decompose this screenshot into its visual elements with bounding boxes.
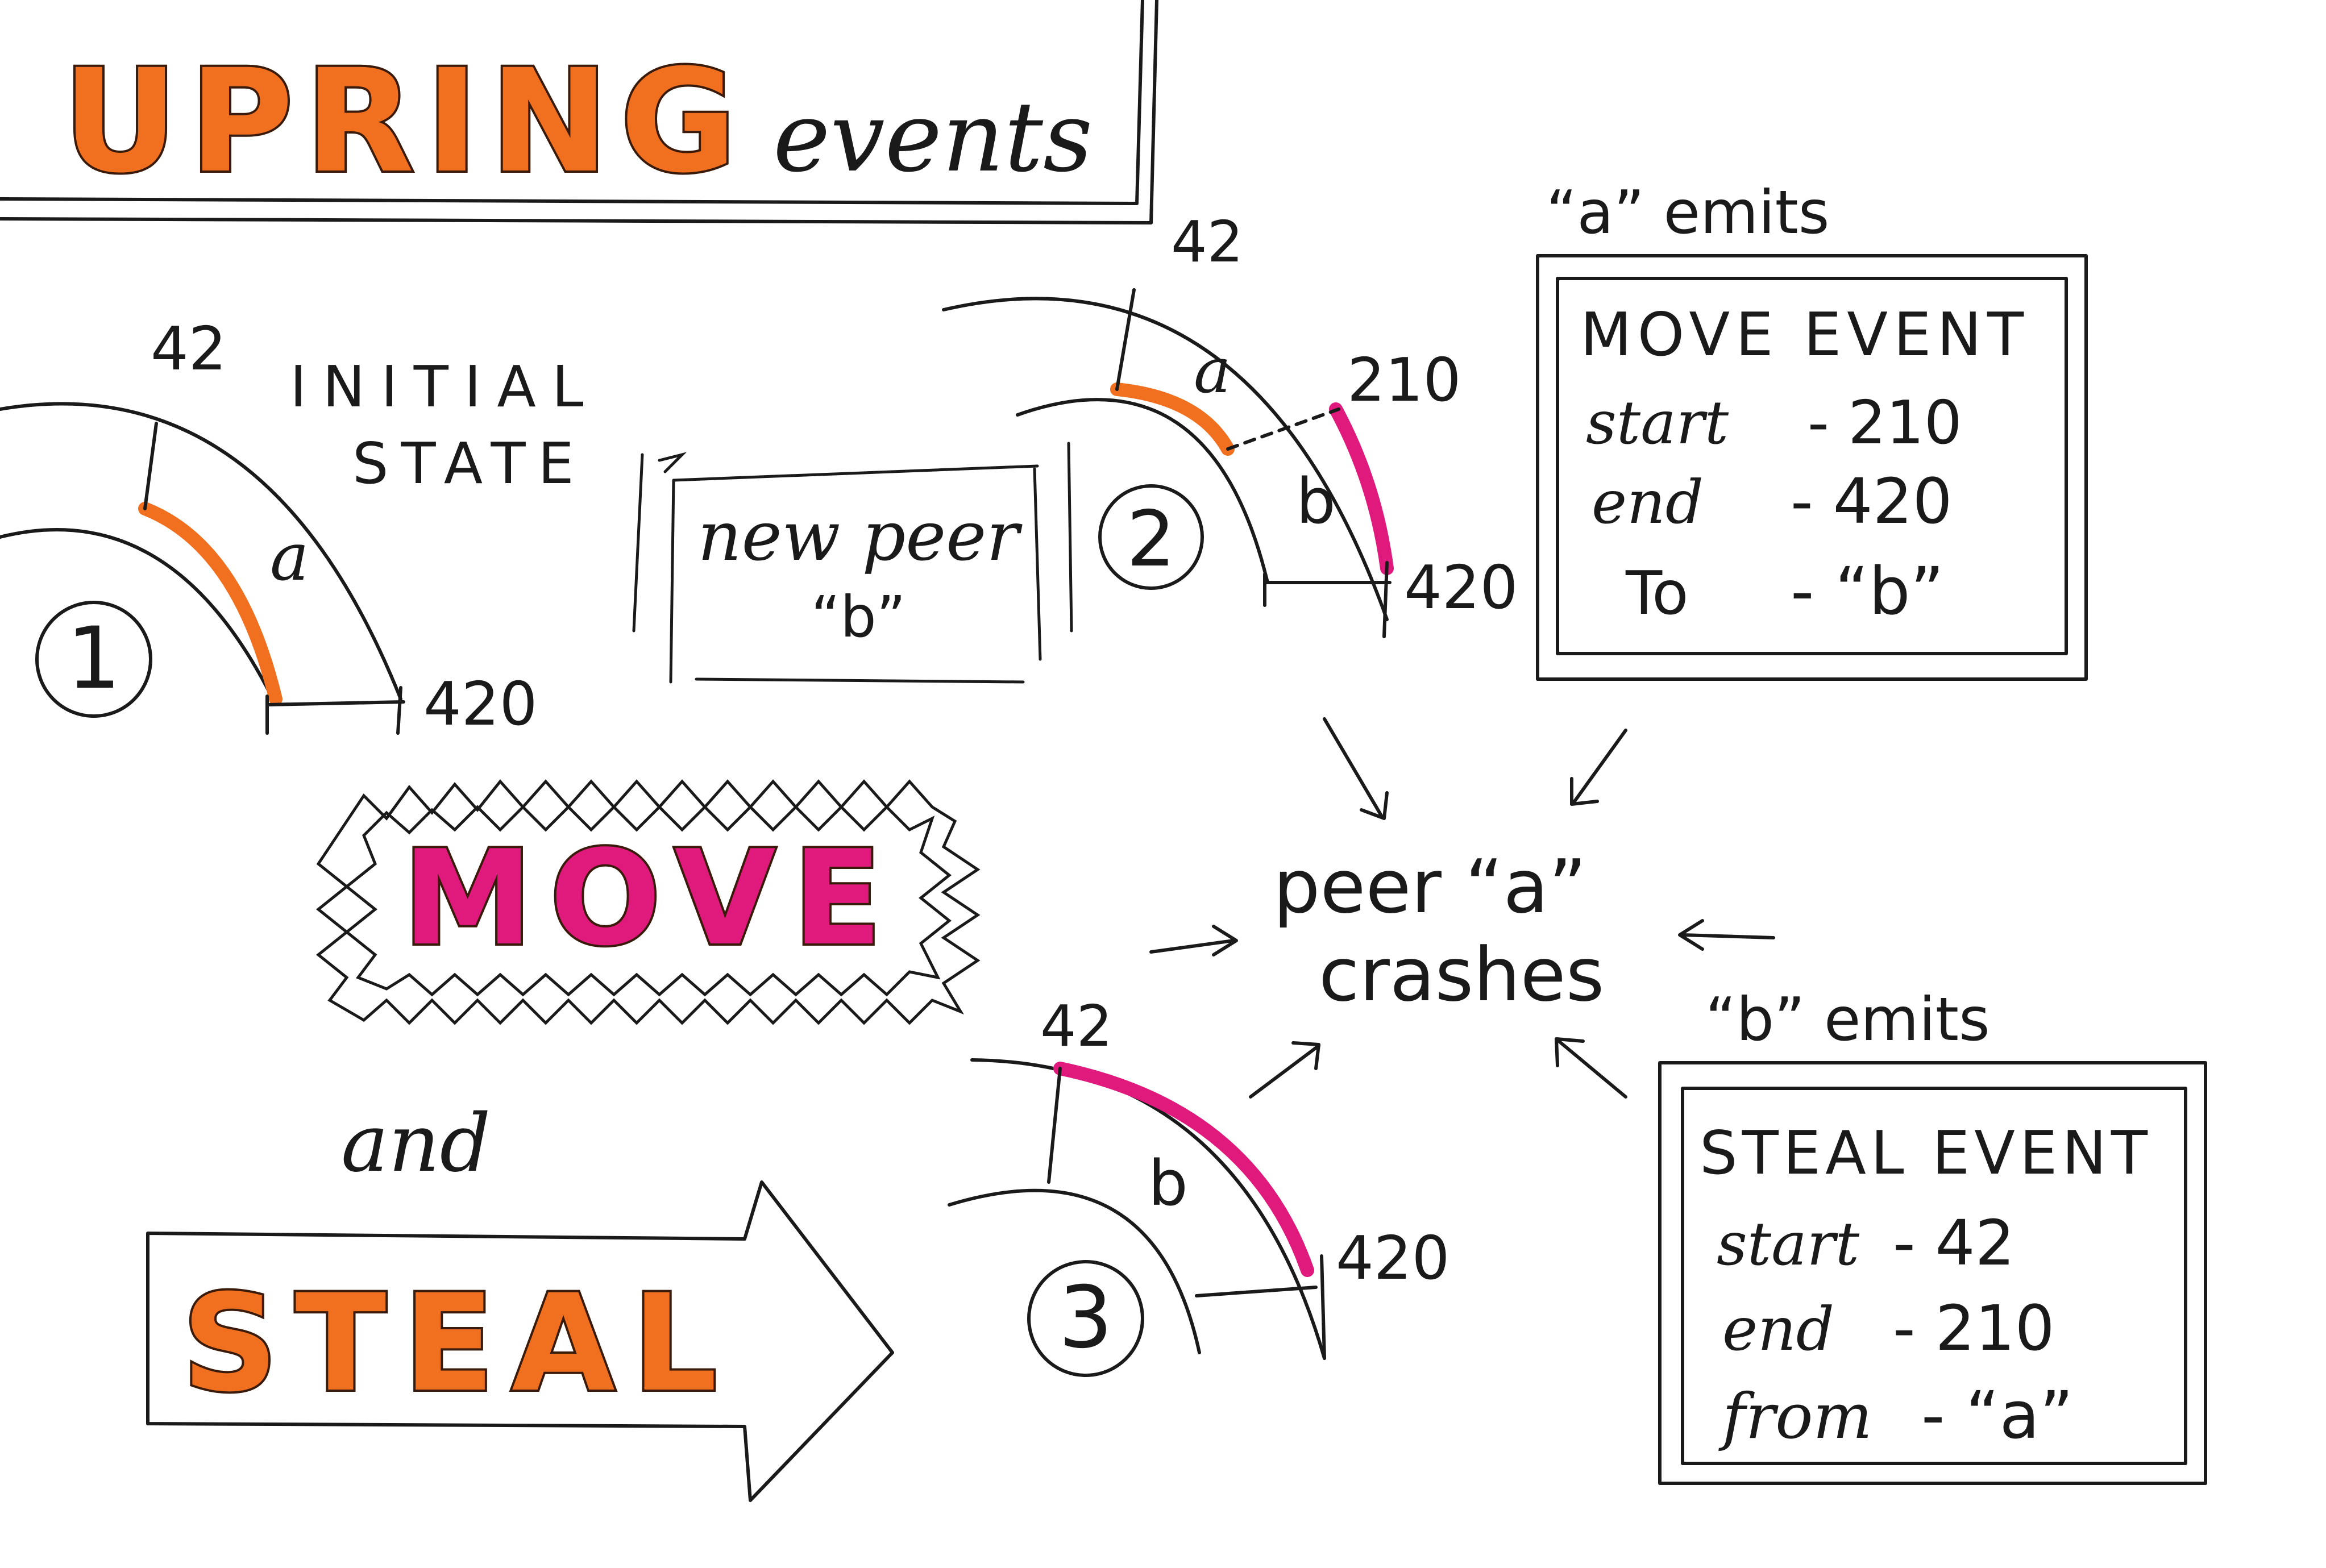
move-event-row-1-value: - 210	[1808, 388, 1962, 457]
move-event-row-3-key: To	[1625, 559, 1689, 628]
move-event-title: MOVE EVENT	[1580, 300, 2029, 369]
state-1-start-label: 42	[151, 314, 227, 384]
state-1-diagram: 42 420 a 1 INITIAL STATE	[0, 314, 600, 739]
state-2-segment-a-label: a	[1194, 334, 1231, 407]
new-peer-box: new peer “b”	[632, 442, 1073, 684]
state-1-segment-a-arc	[138, 502, 283, 706]
state-1-end-label: 420	[423, 669, 537, 739]
state-2-segment-a-arc	[1110, 382, 1235, 456]
peer-crashes-note: peer “a” crashes	[1273, 843, 1604, 1018]
steal-event-box: “b” emits STEAL EVENT start - 42 end - 2…	[1658, 985, 2207, 1485]
steal-event-row-1-value: - 42	[1893, 1207, 2015, 1279]
and-word: and	[341, 1097, 491, 1190]
title-box: UPRING events	[0, 0, 1158, 224]
steal-event-row-2-key: end	[1722, 1295, 1834, 1364]
state-2-number: 2	[1127, 494, 1176, 584]
move-event-box: “a” emits MOVE EVENT start - 210 end - 4…	[1536, 178, 2088, 681]
crash-arrows	[1149, 717, 1775, 1099]
steal-event-caption: “b” emits	[1705, 985, 1990, 1054]
state-3-number: 3	[1058, 1268, 1112, 1367]
state-2-mid-label: 210	[1347, 346, 1461, 415]
steal-event-row-3-value: - “a”	[1921, 1378, 2074, 1454]
steal-event-title: STEAL EVENT	[1700, 1118, 2152, 1188]
state-2-diagram: 42 210 420 a b 2	[942, 209, 1518, 638]
move-word: MOVE	[402, 823, 899, 975]
new-peer-line1: new peer	[697, 497, 1023, 576]
state-1-number: 1	[67, 609, 121, 708]
crash-line1: peer “a”	[1273, 843, 1587, 930]
state-1-heading-line1: INITIAL	[290, 353, 600, 420]
move-event-row-1-key: start	[1586, 388, 1729, 457]
state-3-diagram: 42 420 b 3	[948, 993, 1449, 1377]
state-3-start-label: 42	[1040, 993, 1112, 1059]
title-suffix: events	[773, 81, 1093, 194]
state-1-heading-line2: STATE	[352, 430, 587, 497]
move-event-caption: “a” emits	[1546, 178, 1829, 247]
steal-arrow: STEAL	[146, 1180, 894, 1502]
state-3-segment-b-arc	[1053, 1062, 1314, 1277]
state-2-segment-b-arc	[1329, 402, 1394, 575]
move-event-row-2-key: end	[1592, 468, 1704, 537]
steal-event-row-2-value: - 210	[1893, 1292, 2055, 1365]
state-2-segment-b-label: b	[1296, 465, 1336, 538]
state-2-start-label: 42	[1171, 209, 1243, 275]
state-1-segment-a-label: a	[270, 519, 309, 596]
steal-event-row-3-key: from	[1718, 1380, 1872, 1453]
new-peer-line2: “b”	[811, 584, 906, 650]
state-3-segment-b-label: b	[1148, 1147, 1188, 1220]
move-event-row-2-value: - 420	[1791, 465, 1953, 538]
steal-event-row-1-key: start	[1717, 1209, 1860, 1279]
move-event-row-3-value: - “b”	[1791, 554, 1944, 630]
steal-word: STEAL	[182, 1266, 734, 1421]
state-3-end-label: 420	[1336, 1224, 1449, 1293]
state-2-end-label: 420	[1404, 553, 1518, 622]
crash-line2: crashes	[1319, 931, 1604, 1018]
title-word: UPRING	[63, 39, 748, 204]
move-burst: MOVE	[315, 779, 981, 1025]
